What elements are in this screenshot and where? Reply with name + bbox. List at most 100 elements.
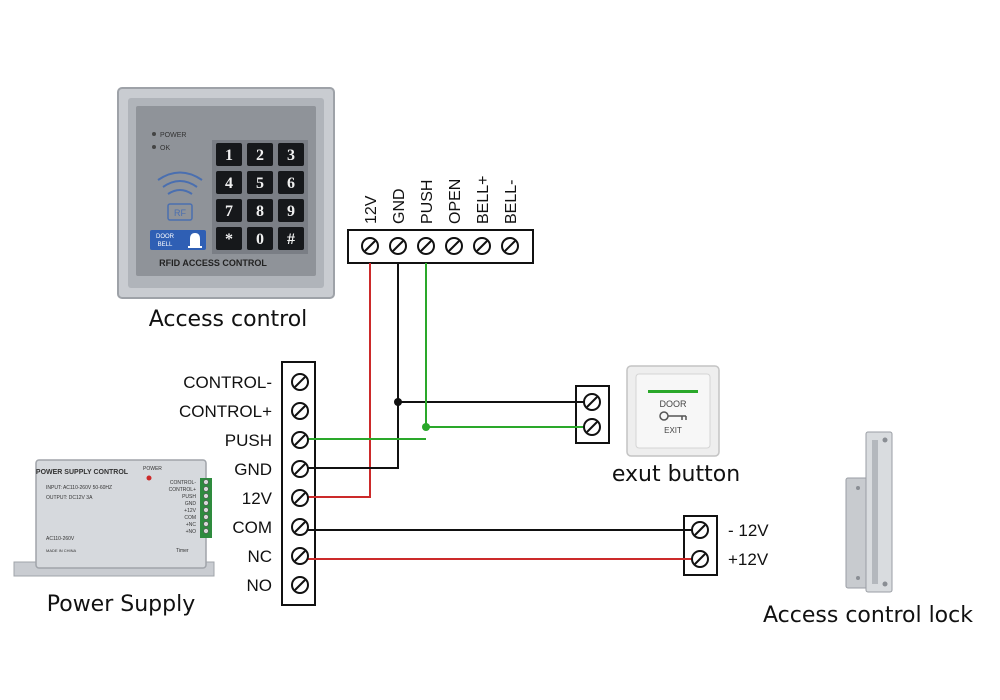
- ps-terminal-label: GND: [234, 460, 272, 479]
- keypad-key-label: 1: [225, 147, 233, 164]
- terminal-screw-icon: [501, 237, 519, 255]
- key-icon: [659, 411, 687, 421]
- ps-terminal-label: NO: [247, 576, 273, 595]
- ps-power-led-icon: [146, 475, 152, 481]
- exit-face-top: DOOR: [660, 399, 688, 409]
- exit-button-device: DOOR EXIT: [626, 365, 720, 457]
- terminal-screw-icon: [291, 431, 309, 449]
- keypad-key: #: [278, 227, 304, 250]
- keypad-key-label: 2: [256, 147, 264, 164]
- ps-device-terminal-label: +NC: [186, 522, 197, 528]
- ps-device-terminal-label: COM: [184, 515, 196, 521]
- terminal-screw-icon: [691, 521, 709, 539]
- terminal-screw-icon: [291, 373, 309, 391]
- keypad-key-label: 4: [225, 175, 233, 192]
- lock-terminal-label: - 12V: [728, 521, 769, 540]
- terminal-screw-icon: [291, 547, 309, 565]
- power-led-icon: [152, 132, 156, 136]
- junction-push: [422, 423, 430, 431]
- keypad-key-label: 6: [287, 175, 295, 192]
- exit-button-caption: exut button: [612, 462, 740, 487]
- ok-led-label: OK: [160, 145, 170, 152]
- power-led-label: POWER: [160, 132, 186, 139]
- ps-device-screw-icon: [203, 528, 209, 534]
- ps-ac-spec: AC110-260V: [46, 536, 75, 542]
- wire-12v-red: [300, 263, 371, 498]
- ps-device-terminal-label: +12V: [184, 508, 196, 514]
- ps-device-screw-icon: [203, 521, 209, 527]
- ps-device-terminal-label: PUSH: [182, 494, 196, 500]
- keypad-key-label: 3: [287, 147, 295, 164]
- keypad-key: 7: [216, 199, 242, 222]
- ps-device-screw-icon: [203, 486, 209, 492]
- keypad-key: 1: [216, 143, 242, 166]
- ps-device-screw-icon: [203, 507, 209, 513]
- power-supply-device: POWER SUPPLY CONTROL POWER INPUT: AC110-…: [13, 459, 215, 577]
- exit-face-bottom: EXIT: [664, 426, 682, 435]
- magnetic-lock-device: [845, 431, 893, 593]
- wire-gnd-black: [300, 263, 399, 469]
- rf-wave-icon: [157, 171, 203, 195]
- terminal-screw-icon: [445, 237, 463, 255]
- terminal-screw-icon: [583, 393, 601, 411]
- access-terminal-label: GND: [391, 188, 408, 224]
- terminal-screw-icon: [291, 576, 309, 594]
- terminal-screw-icon: [361, 237, 379, 255]
- keypad-key: 0: [247, 227, 273, 250]
- lock-terminal-label: +12V: [728, 550, 769, 569]
- ps-terminal-label: CONTROL+: [179, 402, 272, 421]
- keypad-key: 4: [216, 171, 242, 194]
- keypad-key-label: #: [287, 231, 295, 248]
- ps-terminal-label: NC: [247, 547, 272, 566]
- keypad-key-label: *: [225, 231, 233, 248]
- ps-device-terminal-label: CONTROL-: [170, 480, 196, 486]
- device-label: RFID ACCESS CONTROL: [159, 258, 267, 268]
- ps-output-spec: OUTPUT: DC12V 3A: [46, 495, 93, 501]
- junction-gnd: [394, 398, 402, 406]
- door-bell-label-bottom: BELL: [158, 242, 173, 248]
- power-supply-caption: Power Supply: [47, 592, 195, 617]
- terminal-screw-icon: [417, 237, 435, 255]
- keypad-key-label: 7: [225, 203, 233, 220]
- keypad-key: *: [216, 227, 242, 250]
- ps-device-terminal-label: GND: [185, 501, 197, 507]
- terminal-screw-icon: [583, 418, 601, 436]
- ps-terminal-label: COM: [232, 518, 272, 537]
- ps-power-led-label: POWER: [143, 466, 162, 472]
- terminal-screw-icon: [473, 237, 491, 255]
- lock-caption: Access control lock: [763, 603, 973, 628]
- ps-terminal-label: CONTROL-: [183, 373, 272, 392]
- access-control-device: POWER OK RF DOOR BELL 1 2 3 4 5 6 7 8 9 * 0 # RFID …: [117, 87, 335, 299]
- access-terminal-label: BELL+: [475, 176, 492, 224]
- ps-device-terminal-label: +NO: [186, 529, 197, 535]
- terminal-screw-icon: [291, 489, 309, 507]
- keypad-key-label: 8: [256, 203, 264, 220]
- keypad-key: 2: [247, 143, 273, 166]
- ps-device-screw-icon: [203, 479, 209, 485]
- ps-device-screw-icon: [203, 500, 209, 506]
- door-bell-label-top: DOOR: [156, 234, 175, 240]
- keypad-key: 8: [247, 199, 273, 222]
- keypad-key-label: 5: [256, 175, 264, 192]
- ok-led-icon: [152, 145, 156, 149]
- ps-made-in: MADE IN CHINA: [46, 548, 77, 553]
- terminal-screw-icon: [691, 550, 709, 568]
- keypad-key-label: 0: [256, 231, 264, 248]
- keypad-key: 3: [278, 143, 304, 166]
- keypad-key-label: 9: [287, 203, 295, 220]
- ps-device-title: POWER SUPPLY CONTROL: [36, 469, 129, 476]
- access-terminal-label: 12V: [363, 195, 380, 224]
- ps-device-terminal-label: CONTROL+: [169, 487, 196, 493]
- terminal-screw-icon: [291, 518, 309, 536]
- ps-input-spec: INPUT: AC110-260V 50-60HZ: [46, 485, 112, 491]
- terminal-screw-icon: [291, 402, 309, 420]
- ps-device-screw-icon: [203, 493, 209, 499]
- rf-badge: RF: [174, 208, 186, 218]
- access-control-caption: Access control: [149, 307, 308, 332]
- keypad-key: 9: [278, 199, 304, 222]
- ps-device-screw-icon: [203, 514, 209, 520]
- ps-terminal-label: PUSH: [225, 431, 272, 450]
- access-terminal-label: PUSH: [419, 180, 436, 224]
- keypad-key: 6: [278, 171, 304, 194]
